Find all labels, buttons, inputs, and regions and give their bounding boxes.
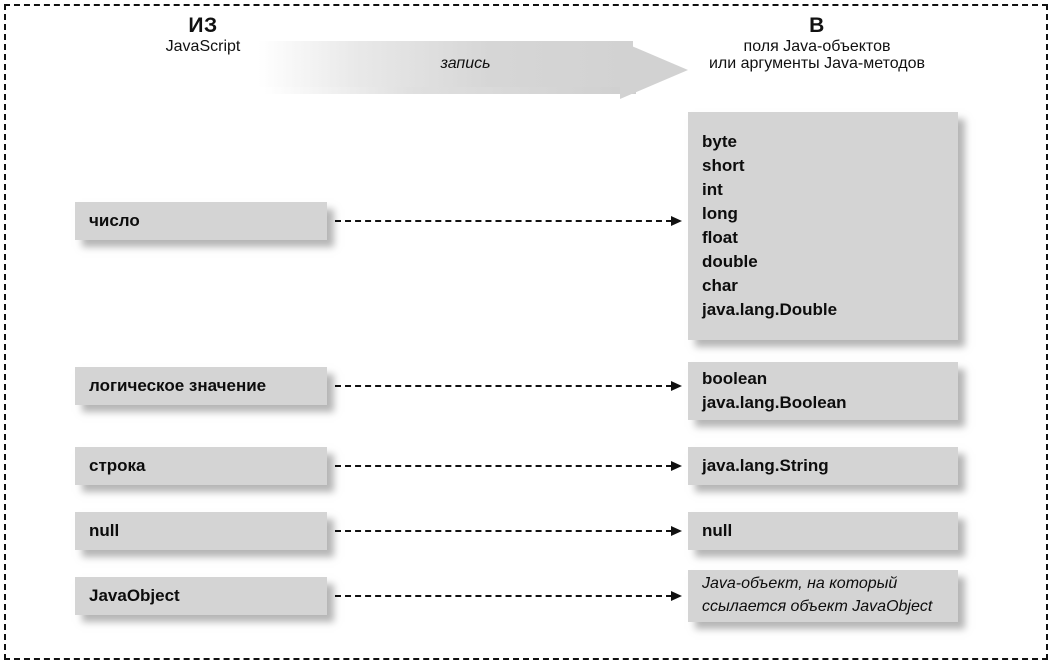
connector-dashed-line — [335, 385, 672, 387]
target-type-label: boolean — [702, 368, 768, 388]
connector-dashed-line — [335, 465, 672, 467]
connector-arrowhead — [671, 526, 682, 536]
source-type-label: JavaObject — [89, 585, 180, 605]
target-header-title: В — [809, 14, 825, 37]
flow-arrow-icon: запись — [258, 41, 694, 106]
source-type-label: null — [89, 520, 120, 540]
source-header-title: ИЗ — [188, 14, 218, 37]
mapping-connector-arrow-icon — [335, 381, 682, 391]
connector-dashed-line — [335, 595, 672, 597]
target-header-subtitle-line1: поля Java-объектов — [743, 37, 891, 55]
target-type-box: byte short int long float double char java.lang… — [688, 112, 958, 340]
mapping-connector-arrow-icon — [335, 591, 682, 601]
source-header-subtitle: JavaScript — [165, 37, 241, 55]
target-type-label: null — [702, 520, 733, 540]
source-type-label: логическое значение — [89, 375, 267, 395]
source-type-box: число — [75, 202, 327, 240]
source-type-box: логическое значение — [75, 367, 327, 405]
source-type-label: число — [89, 210, 140, 230]
target-type-label: byte — [702, 131, 737, 151]
source-type-box: JavaObject — [75, 577, 327, 615]
target-type-label: short — [702, 155, 745, 175]
target-type-label: java.lang.Double — [702, 300, 838, 320]
target-type-label: Java-объект, на который — [702, 575, 898, 593]
target-type-label: float — [702, 228, 738, 247]
mapping-connector-arrow-icon — [335, 461, 682, 471]
mapping-connector-arrow-icon — [335, 216, 682, 226]
target-type-label: ссылается объект JavaObject — [702, 598, 933, 615]
target-header-subtitle-line2: или аргументы Java-методов — [708, 55, 926, 73]
target-type-label: java.lang.Boolean — [702, 393, 847, 412]
source-column-header: ИЗ JavaScript — [78, 14, 328, 55]
connector-arrowhead — [671, 461, 682, 471]
target-column-header: В поля Java-объектов или аргументы Java-… — [672, 14, 962, 73]
connector-dashed-line — [335, 530, 672, 532]
target-type-label: long — [702, 203, 738, 223]
connector-arrowhead — [671, 216, 682, 226]
target-type-box: boolean java.lang.Boolean — [688, 362, 958, 420]
flow-arrow-head — [620, 41, 688, 99]
connector-arrowhead — [671, 381, 682, 391]
connector-dashed-line — [335, 220, 672, 222]
mapping-connector-arrow-icon — [335, 526, 682, 536]
target-type-box: null — [688, 512, 958, 550]
source-type-box: null — [75, 512, 327, 550]
target-type-label: double — [702, 252, 758, 272]
connector-arrowhead — [671, 591, 682, 601]
target-type-label: int — [702, 179, 723, 199]
flow-arrow-shaft — [258, 41, 633, 87]
target-type-label: java.lang.String — [702, 455, 829, 475]
source-type-box: строка — [75, 447, 327, 485]
target-type-label: char — [702, 276, 738, 296]
target-type-box: java.lang.String — [688, 447, 958, 485]
target-type-box: Java-объект, на который ссылается объект … — [688, 570, 958, 622]
source-type-label: строка — [89, 455, 146, 475]
flow-arrow-shaft-shadow — [264, 87, 636, 94]
flow-arrow-label: запись — [440, 55, 491, 72]
